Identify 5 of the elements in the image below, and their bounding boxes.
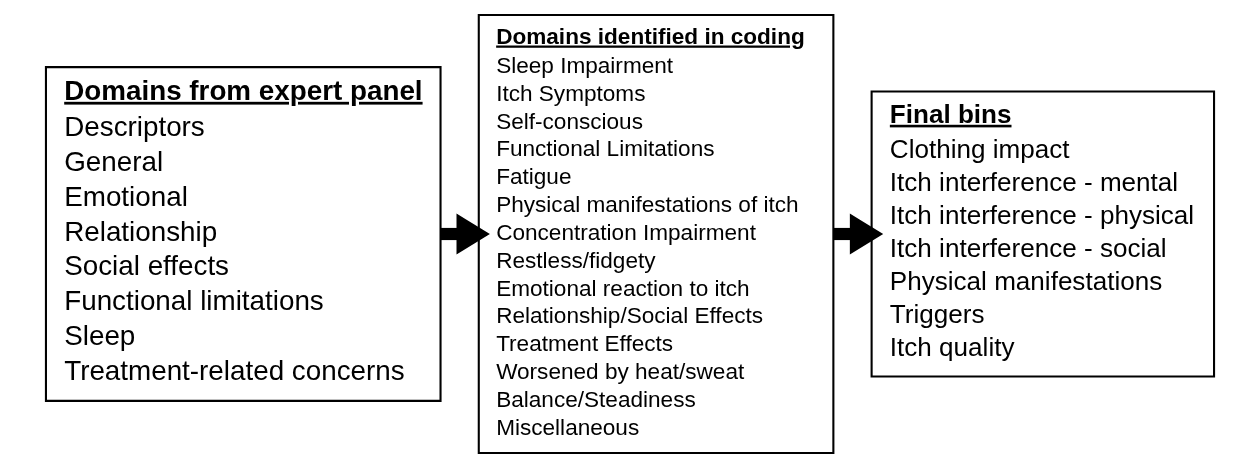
arrow xyxy=(440,213,490,255)
node-box: Domains identified in coding Sleep Impairment Itch Symptoms Self-conscious Functional Limitations Fatigue Physical manifestations of itch Concentration Impairment Restless/fidgety Emotional reaction to itch Relationship/Social Effects Treatment Effects Worsened by heat/sweat Balance/Steadiness Miscellaneous xyxy=(477,13,835,455)
node-box: Domains from expert panel Descriptors General Emotional Relationship Social effects Functional limitations Sleep Treatment-related concerns xyxy=(44,66,442,402)
node-box: Final bins Clothing impact Itch interference - mental Itch interference - physical Itch interference - social Physical manifestations Triggers Itch quality xyxy=(870,90,1216,378)
arrow xyxy=(833,213,884,255)
